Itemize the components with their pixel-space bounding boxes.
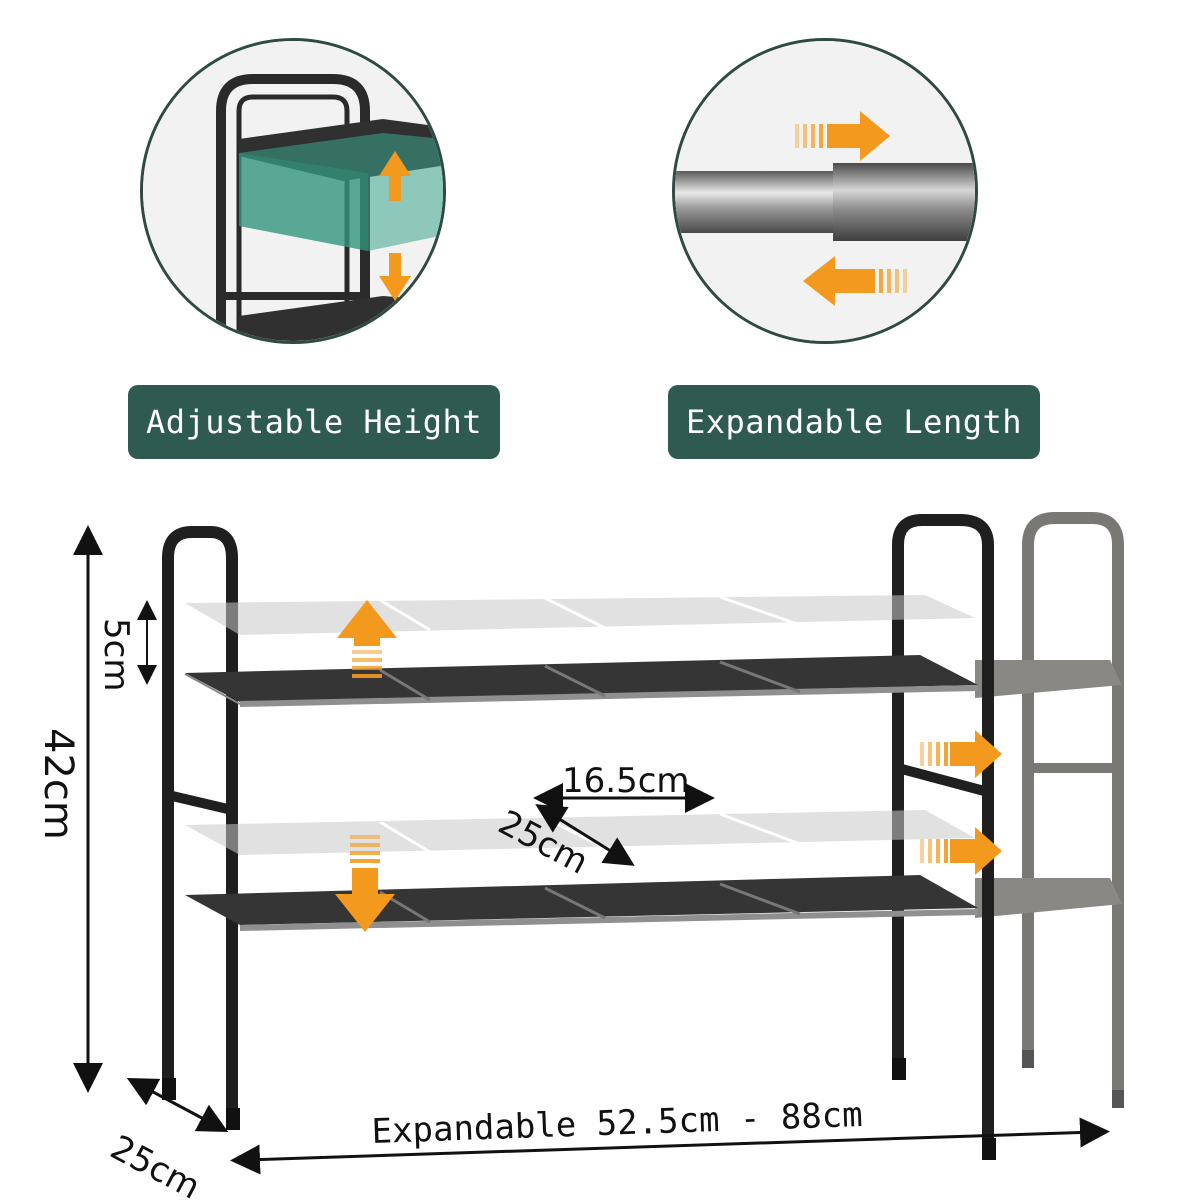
left-arrow-icon: [803, 256, 907, 306]
upper-shelf-ghost: [185, 595, 975, 635]
expandable-length-badge: Expandable Length: [668, 385, 1040, 459]
expandable-length-detail: [672, 38, 978, 344]
up-arrow-icon: [379, 151, 411, 201]
extension-frame: [975, 512, 1124, 1108]
depth-dimension-line: [126, 1077, 229, 1133]
extend-lower-arrow-icon: [920, 827, 1002, 875]
upper-shelf: [184, 655, 979, 707]
adjustable-height-badge: Adjustable Height: [128, 385, 500, 459]
shelf-up-arrow-icon: [337, 600, 397, 678]
panel-depth-label: 25cm: [492, 803, 595, 883]
height-label: 42cm: [35, 728, 81, 840]
adjustable-height-detail: [140, 38, 446, 344]
adjustable-height-illustration: [143, 41, 443, 341]
right-arrow-icon: [795, 111, 890, 161]
gap-label: 5cm: [96, 618, 136, 691]
length-dimension-line: [230, 1117, 1110, 1175]
panel-width-label: 16.5cm: [562, 761, 690, 801]
lower-shelf: [185, 875, 979, 931]
depth-label: 25cm: [104, 1128, 207, 1200]
down-arrow-icon: [379, 253, 411, 301]
shoe-rack-illustration: 5cm 42cm 16.5cm 25cm 25cm Expandable 52.…: [35, 512, 1124, 1200]
extend-upper-arrow-icon: [920, 730, 1002, 778]
shelf-down-arrow-icon: [335, 835, 395, 932]
expandable-length-illustration: [675, 41, 975, 341]
panel-depth-dimension-line: [535, 804, 635, 866]
